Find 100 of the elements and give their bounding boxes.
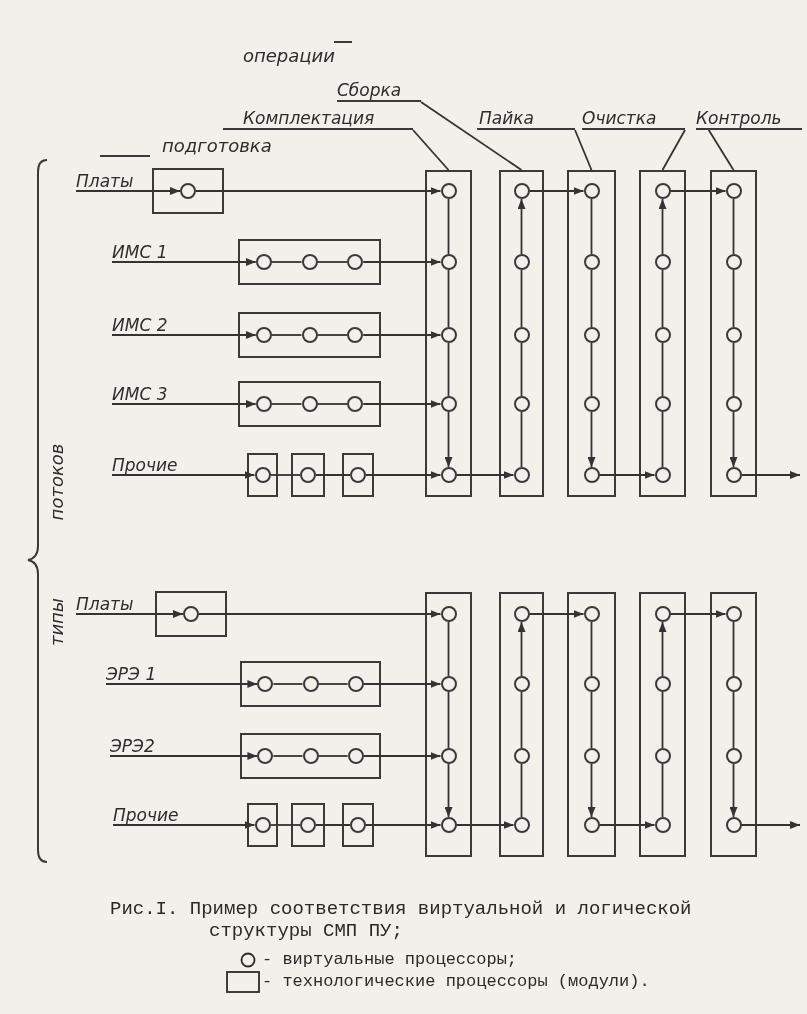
processor-circle (347, 676, 364, 692)
module-box (291, 803, 325, 847)
connector-line (270, 261, 303, 263)
arrow (365, 471, 442, 479)
connector-line (661, 691, 664, 749)
processor-circle (513, 817, 530, 833)
processor-circle (583, 396, 600, 412)
module-box (247, 803, 278, 847)
module-box (238, 239, 381, 285)
connector-line (732, 198, 735, 255)
connector-line (732, 342, 735, 397)
operation-label: Комплектация (223, 108, 413, 130)
module-box (342, 453, 374, 497)
processor-circle (440, 183, 457, 199)
arrow (598, 471, 656, 479)
arrow (111, 471, 256, 479)
arrow (669, 187, 727, 195)
axis-label: подготовка (162, 136, 272, 156)
processor-circle (583, 254, 600, 270)
arrow (111, 400, 257, 408)
connector-line (590, 198, 593, 255)
connector-line (520, 763, 523, 818)
connector-line (315, 824, 351, 826)
module-box (238, 312, 381, 358)
connector-line (590, 269, 593, 328)
arrow (75, 187, 181, 195)
arrow (740, 471, 801, 479)
arrow (198, 610, 442, 618)
arrow (587, 411, 596, 468)
flow-label: Платы (76, 171, 134, 191)
processor-circle (255, 254, 272, 270)
processor-circle (654, 327, 671, 343)
connector-line (447, 691, 450, 749)
processor-circle (513, 606, 530, 622)
module-box (240, 661, 381, 707)
arrow (111, 331, 257, 339)
processor-circle (654, 606, 671, 622)
processor-circle (725, 748, 742, 764)
axis-label: типы (47, 597, 67, 647)
arrow (195, 187, 442, 195)
processor-circle (725, 676, 742, 692)
operation-column (639, 170, 686, 497)
processor-circle (583, 183, 600, 199)
axis-label: потоков (47, 443, 67, 521)
arrow (587, 763, 596, 818)
arrow (105, 680, 259, 688)
processor-circle (347, 748, 364, 764)
operation-column (425, 592, 472, 857)
processor-circle (440, 676, 457, 692)
arrow (362, 680, 442, 688)
operation-column (710, 170, 757, 497)
processor-circle (440, 606, 457, 622)
processor-circle (725, 467, 742, 483)
processor-circle (440, 327, 457, 343)
module-box (247, 453, 278, 497)
connector-line (447, 621, 450, 677)
processor-circle (654, 396, 671, 412)
processor-circle (440, 817, 457, 833)
processor-circle (513, 676, 530, 692)
connector-line (447, 198, 450, 255)
processor-circle (725, 327, 742, 343)
flow-label: ЭРЭ 1 (106, 664, 157, 684)
module-box (238, 381, 381, 427)
processor-circle (654, 676, 671, 692)
arrow (729, 763, 738, 818)
connector-line (316, 403, 349, 405)
processor-circle (725, 606, 742, 622)
processor-circle (301, 396, 318, 412)
processor-circle (301, 327, 318, 343)
operation-column (499, 592, 544, 857)
processor-circle (513, 748, 530, 764)
module-box (152, 168, 224, 214)
flow-label: ЭРЭ2 (110, 736, 155, 756)
operation-column (567, 170, 616, 497)
arrow (112, 821, 256, 829)
processor-circle (513, 327, 530, 343)
connector-line (590, 691, 593, 749)
connector-line (270, 403, 303, 405)
flow-label: ИМС 2 (112, 315, 168, 335)
connector-line (732, 621, 735, 677)
operation-column (567, 592, 616, 857)
arrow (362, 752, 442, 760)
arrow (669, 610, 727, 618)
arrow (729, 411, 738, 468)
connector-line (270, 334, 303, 336)
processor-circle (180, 183, 196, 199)
connector-line (732, 691, 735, 749)
connector-line (661, 269, 664, 328)
connector-line (315, 474, 351, 476)
arrow (444, 763, 453, 818)
arrow (455, 471, 515, 479)
connector-line (590, 342, 593, 397)
processor-circle (583, 817, 600, 833)
leader-line (412, 129, 450, 171)
connector-line (520, 269, 523, 328)
processor-circle (302, 676, 319, 692)
processor-circle (513, 396, 530, 412)
processor-circle (654, 748, 671, 764)
processor-circle (254, 467, 271, 483)
processor-circle (725, 396, 742, 412)
